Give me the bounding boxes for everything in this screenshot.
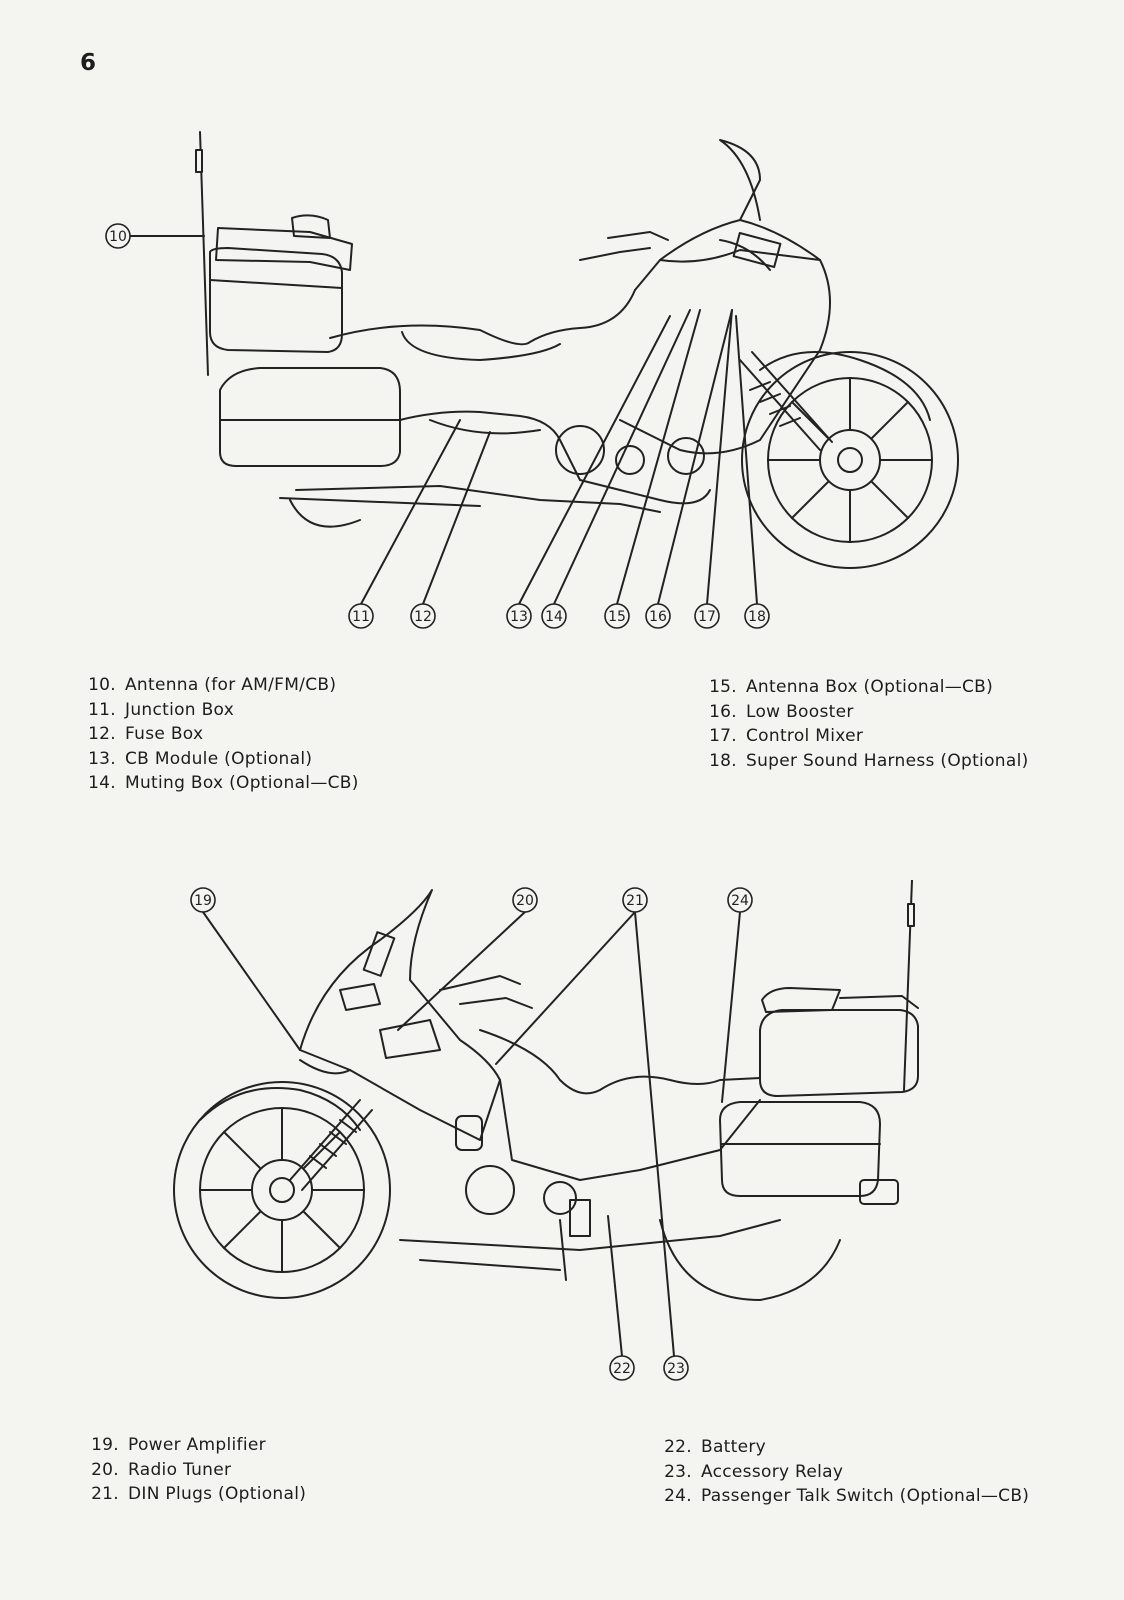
motorcycle-right-side-illustration: 19 20 21 24 22 23 [160, 880, 1060, 1420]
callout-22: 22 [613, 1361, 631, 1377]
legend-item: 12.Fuse Box [88, 724, 204, 744]
callout-21: 21 [626, 893, 644, 909]
callout-16: 16 [649, 609, 667, 625]
callout-19: 19 [194, 893, 212, 909]
legend-item: 11.Junction Box [88, 699, 235, 720]
legend-item: 24.Passenger Talk Switch (Optional—CB) [664, 1486, 1030, 1506]
legend-item: 21.DIN Plugs (Optional) [91, 1484, 307, 1504]
callout-23: 23 [667, 1361, 685, 1377]
legend-bottom-right: 22.Battery 23.Accessory Relay 24.Passeng… [655, 1435, 1029, 1509]
legend-bottom-left: 19.Power Amplifier 20.Radio Tuner 21.DIN… [82, 1433, 306, 1507]
legend-item: 19.Power Amplifier [91, 1435, 266, 1455]
callout-14: 14 [545, 609, 563, 625]
page-number: 6 [80, 50, 97, 76]
legend-item: 22.Battery [664, 1437, 767, 1457]
callout-18: 18 [748, 609, 766, 625]
callout-13: 13 [510, 609, 528, 625]
legend-top-right: 15.Antenna Box (Optional—CB) 16.Low Boos… [700, 675, 1029, 773]
legend-item: 18.Super Sound Harness (Optional) [709, 750, 1029, 771]
legend-item: 10.Antenna (for AM/FM/CB) [88, 675, 337, 695]
motorcycle-left-side-illustration: 10 11 12 13 14 15 16 17 18 [60, 120, 1060, 660]
callout-15: 15 [608, 609, 626, 625]
callout-24: 24 [731, 893, 749, 909]
callout-10: 10 [109, 229, 127, 245]
legend-item: 13.CB Module (Optional) [88, 748, 313, 769]
legend-top-left: 10.Antenna (for AM/FM/CB) 11.Junction Bo… [79, 673, 359, 796]
legend-item: 16.Low Booster [709, 701, 854, 722]
legend-item: 15.Antenna Box (Optional—CB) [709, 677, 994, 697]
legend-item: 14.Muting Box (Optional—CB) [88, 773, 359, 793]
legend-item: 17.Control Mixer [709, 726, 864, 746]
callout-11: 11 [352, 609, 370, 625]
legend-item: 20.Radio Tuner [91, 1459, 232, 1480]
callout-20: 20 [516, 893, 534, 909]
callout-17: 17 [698, 609, 716, 625]
callout-12: 12 [414, 609, 432, 625]
legend-item: 23.Accessory Relay [664, 1461, 844, 1482]
